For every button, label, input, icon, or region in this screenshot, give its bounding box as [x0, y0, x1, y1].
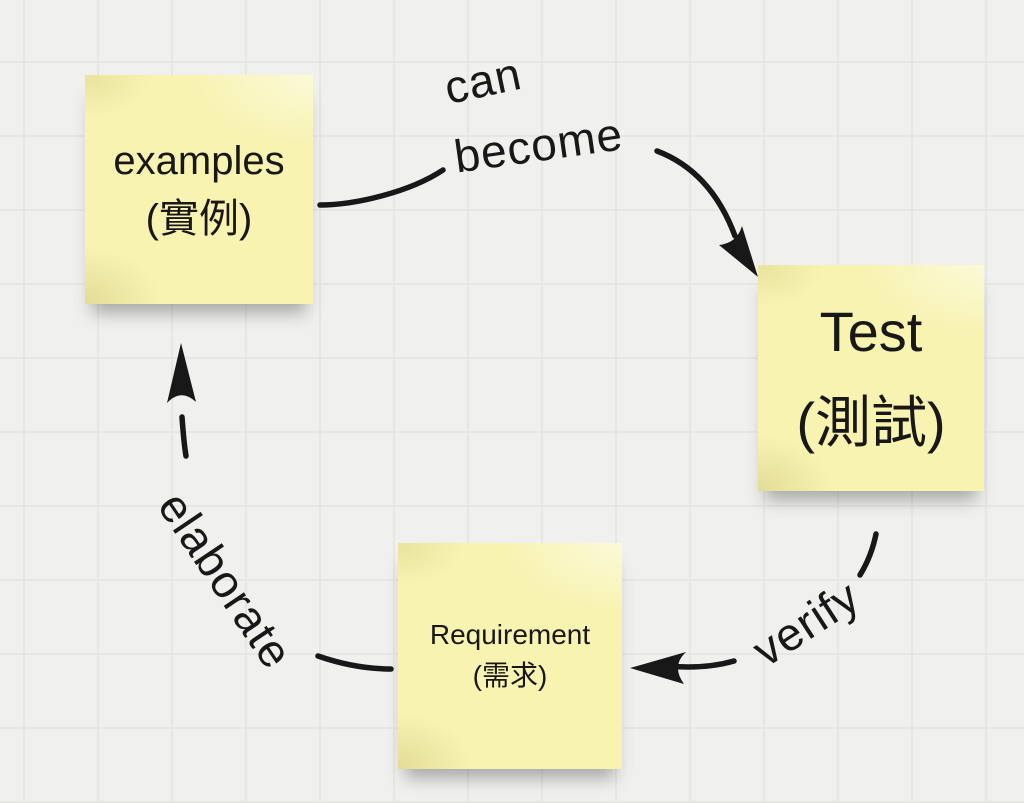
arrow-verify-segment-end — [665, 658, 737, 670]
arrowhead-can-become — [719, 226, 758, 277]
sticky-note-examples: examples (實例) — [85, 75, 313, 304]
arrowhead-verify — [630, 652, 686, 684]
sticky-note-test: Test (測試) — [758, 265, 984, 491]
note-requirement-title: Requirement — [429, 619, 591, 651]
note-requirement-subtitle: (需求) — [472, 660, 548, 691]
arrow-verify-segment-start — [857, 531, 879, 578]
note-examples-title: examples — [113, 138, 285, 183]
arrow-label-can: can — [439, 46, 527, 114]
arrow-elaborate-segment-start — [315, 653, 394, 672]
arrow-can-become-segment-end — [654, 148, 738, 239]
arrow-elaborate-segment-end — [179, 414, 189, 459]
arrow-label-verify: verify — [743, 569, 869, 677]
arrow-can-become-segment-start — [317, 167, 446, 208]
arrowhead-elaborate — [167, 343, 196, 403]
sticky-note-requirement: Requirement (需求) — [398, 543, 622, 769]
note-test-title: Test — [819, 300, 923, 364]
note-test-subtitle: (測試) — [796, 391, 946, 454]
arrow-label-elaborate: elaborate — [148, 482, 304, 678]
note-examples-subtitle: (實例) — [145, 196, 253, 241]
arrow-label-become: become — [450, 107, 627, 183]
